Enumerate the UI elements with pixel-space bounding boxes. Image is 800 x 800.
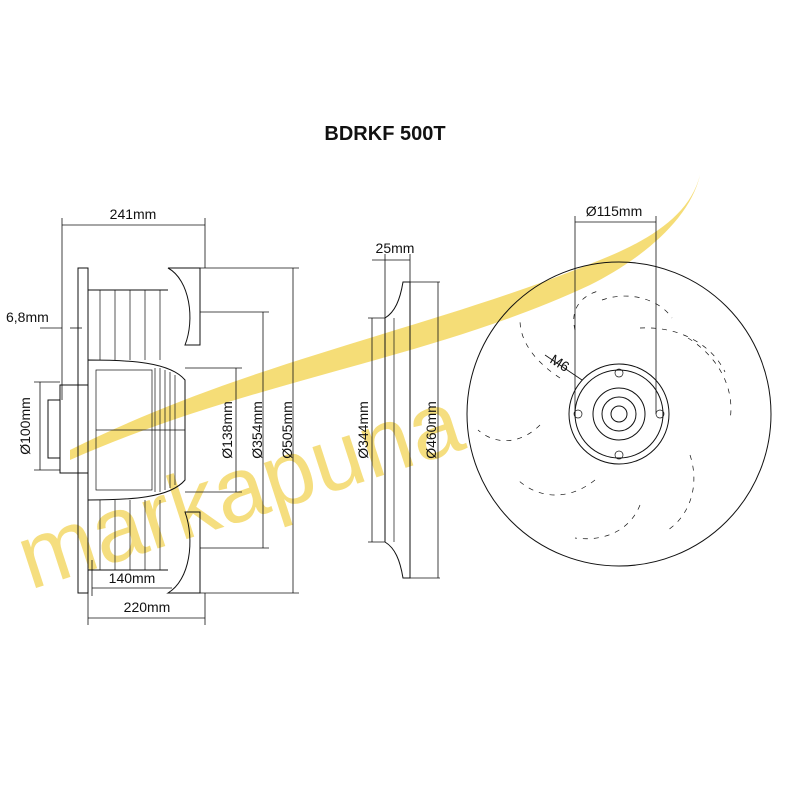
side-view [47, 267, 201, 594]
label-bolt-circle: Ø115mm [586, 203, 643, 219]
front-view [466, 261, 772, 567]
blade-slots [477, 289, 732, 540]
label-hub-diameter: Ø100mm [17, 397, 33, 455]
label-ring-outer: Ø460mm [423, 401, 439, 459]
inlet-ring-view [368, 281, 440, 579]
dim-hub-offset: 6,8mm [6, 309, 82, 329]
dim-inlet-small: Ø138mm [185, 367, 242, 493]
label-ring-inner: Ø344mm [355, 401, 371, 459]
watermark: markapuna [5, 175, 700, 609]
dim-bolt-circle: Ø115mm [574, 203, 657, 414]
label-hub-offset: 6,8mm [6, 309, 49, 325]
label-blade-total: 220mm [124, 599, 171, 615]
dim-wheel-outer: Ø505mm [200, 267, 299, 594]
label-wheel-outer: Ø505mm [279, 401, 295, 459]
dim-hub-diameter: Ø100mm [17, 381, 60, 471]
label-blade-front: 140mm [109, 570, 156, 586]
dim-wheel-inner: Ø354mm [200, 311, 269, 549]
label-overall-depth: 241mm [110, 206, 157, 222]
dim-ring-depth: 25mm [372, 240, 414, 318]
thread-callout: M6 [544, 351, 583, 381]
dim-overall-depth: 241mm [61, 206, 206, 400]
label-ring-depth: 25mm [376, 240, 415, 256]
dim-ring-outer: Ø460mm [423, 282, 439, 578]
watermark-text: markapuna [5, 370, 475, 609]
label-inlet-small: Ø138mm [219, 401, 235, 459]
label-wheel-inner: Ø354mm [249, 401, 265, 459]
diagram-title: BDRKF 500T [324, 123, 445, 145]
dim-blade-total: 220mm [87, 593, 206, 625]
dim-blade-front: 140mm [91, 560, 172, 596]
dim-ring-inner: Ø344mm [355, 318, 373, 542]
bolt-holes [573, 368, 665, 460]
